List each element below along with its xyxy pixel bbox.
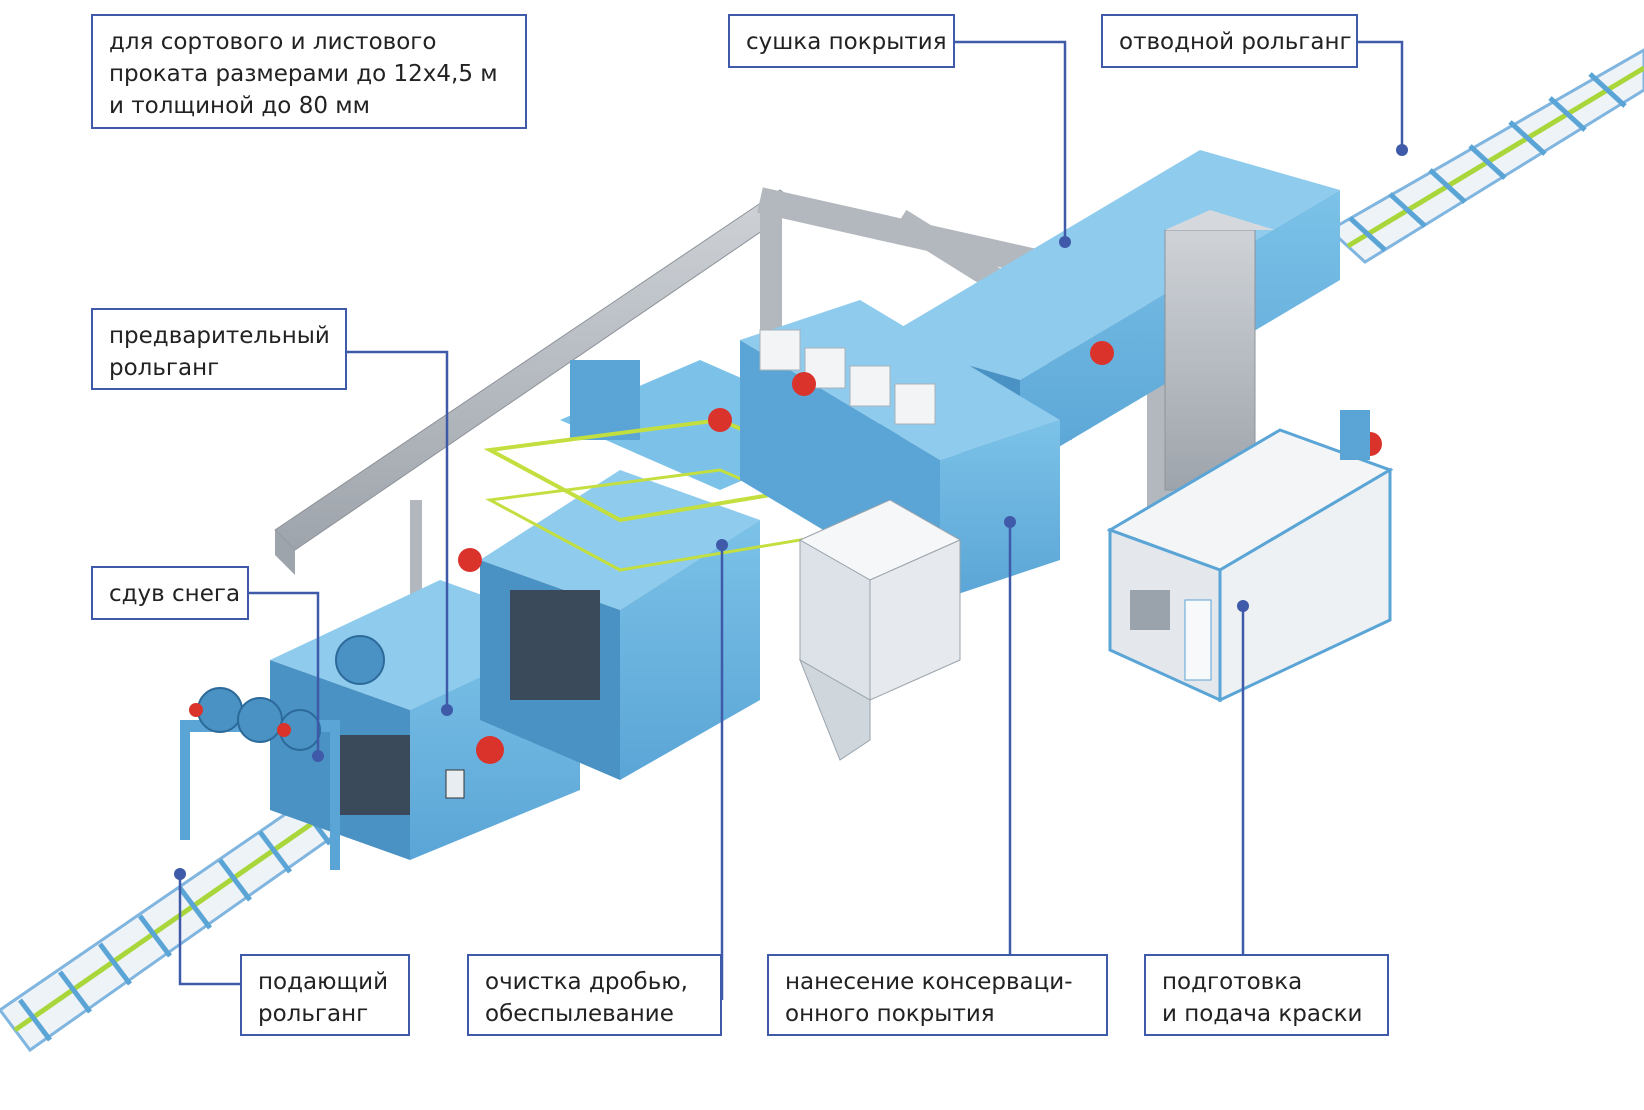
label-spec-line-2: проката размерами до 12х4,5 м xyxy=(109,61,498,87)
label-drying: сушка покрытия xyxy=(728,14,955,68)
label-pre-roller-line-1: предварительный xyxy=(109,323,330,349)
paint-preparation-room xyxy=(1106,410,1394,703)
label-pre-roller: предварительный рольганг xyxy=(91,308,347,390)
dust-filter xyxy=(798,499,962,761)
label-outfeed: отводной рольганг xyxy=(1101,14,1358,68)
snow-blowing-unit xyxy=(180,580,580,870)
label-feed-line-1: подающий xyxy=(258,969,389,995)
label-snow-line-1: сдув снега xyxy=(109,581,241,607)
label-paint-line-1: подготовка xyxy=(1162,969,1303,995)
label-snow: сдув снега xyxy=(91,566,249,620)
label-outfeed-line-1: отводной рольганг xyxy=(1119,29,1352,55)
leader-lines xyxy=(178,40,1404,1000)
leader-dots xyxy=(174,144,1408,880)
label-spec-line-1: для сортового и листового xyxy=(109,29,437,55)
label-drying-line-1: сушка покрытия xyxy=(746,29,947,55)
label-coating-line-1: нанесение консерваци- xyxy=(785,969,1073,995)
label-coating-line-2: онного покрытия xyxy=(785,1001,995,1027)
label-paint-line-2: и подача краски xyxy=(1162,1001,1363,1027)
label-paint: подготовка и подача краски xyxy=(1144,954,1389,1036)
label-feed-line-2: рольганг xyxy=(258,1001,369,1027)
label-coating: нанесение консерваци- онного покрытия xyxy=(767,954,1108,1036)
label-blasting: очистка дробью, обеспылевание xyxy=(467,954,722,1036)
outfeed-roller-conveyor xyxy=(1327,48,1644,264)
label-spec-line-3: и толщиной до 80 мм xyxy=(109,93,370,119)
vertical-stack xyxy=(1164,210,1275,491)
label-spec: для сортового и листового проката размер… xyxy=(91,14,527,129)
label-feed: подающий рольганг xyxy=(240,954,410,1036)
label-pre-roller-line-2: рольганг xyxy=(109,355,220,381)
label-blasting-line-2: обеспылевание xyxy=(485,1001,674,1027)
label-blasting-line-1: очистка дробью, xyxy=(485,969,688,995)
